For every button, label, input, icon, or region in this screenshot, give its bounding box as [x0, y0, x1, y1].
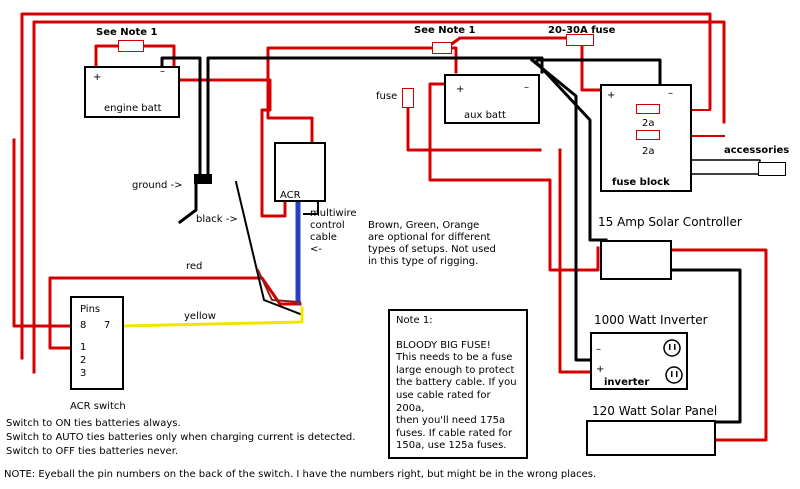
fuse-block-negative-label: –: [668, 88, 673, 99]
note-1-line: 150a, use 125a fuses.: [396, 440, 507, 452]
yellow-wire: [122, 306, 304, 328]
inline-fuse-label: fuse: [376, 91, 398, 102]
red-label: red: [186, 261, 203, 272]
note-1-line: large enough to protect: [396, 364, 515, 376]
inverter-label: inverter: [604, 377, 650, 388]
engine-battery-positive-label: +: [93, 72, 102, 83]
note-1-line: then you'll need 175a: [396, 415, 506, 427]
acr-switch: [70, 296, 124, 390]
aux-battery-positive-label: +: [456, 84, 465, 95]
note-1-line: the battery cable. If you: [396, 377, 517, 389]
note-1-box: Note 1: BLOODY BIG FUSE! This needs to b…: [388, 309, 528, 459]
inverter-positive-label: +: [596, 364, 605, 375]
note-1-line: use cable rated for 200a,: [396, 389, 491, 414]
red-wire-switch-acr: [48, 276, 302, 350]
switch-pins-label: Pins: [80, 304, 101, 315]
fuse-2a-bottom: [636, 130, 660, 140]
multiwire-label-2: control: [310, 220, 345, 231]
fuse-2a-top: [636, 104, 660, 114]
black-label: black ->: [196, 214, 238, 225]
aux-battery-negative-label: –: [524, 82, 529, 93]
optional-note-1: Brown, Green, Orange: [368, 220, 480, 231]
inverter-outlet-bottom-slot-a: [671, 371, 673, 377]
fuse-20-30a: [566, 34, 594, 46]
black-wire-panel: [670, 268, 742, 424]
note-1-line: fuses. If cable rated for: [396, 427, 513, 439]
solar-controller: [600, 240, 672, 280]
red-wire-fuse-vertical: [406, 90, 542, 152]
black-wire-aux-negative: [529, 57, 594, 362]
aux-see-note-fuse: [432, 42, 452, 54]
red-wire-second-loop: [32, 20, 726, 374]
solar-panel: [586, 420, 716, 456]
red-wire-inverter-positive: [558, 148, 594, 374]
ground-junction: [194, 174, 212, 184]
inverter-outlet-bottom-slot-b: [676, 371, 678, 377]
red-wire-top-loop: [20, 12, 712, 360]
black-wire-acr-ground: [303, 199, 319, 215]
switch-note-on: Switch to ON ties batteries always.: [6, 418, 181, 429]
switch-pin-8: 8: [80, 320, 87, 331]
accessories-connector: [758, 162, 786, 176]
acr-unit: [274, 142, 326, 202]
inverter-outlet-top-icon: [663, 339, 681, 357]
engine-battery-negative-label: –: [160, 66, 165, 77]
black-wire-engine-negative: [160, 56, 202, 178]
black-wire-to-switch: [234, 180, 302, 316]
inline-fuse: [402, 88, 414, 108]
switch-pin-7: 7: [104, 320, 111, 331]
black-wire-fuseblock-top: [536, 58, 662, 88]
engine-battery-label: engine batt: [104, 103, 162, 114]
inverter-outlet-bottom-icon: [665, 366, 683, 384]
switch-pin-1: 1: [80, 342, 87, 353]
optional-note-4: in this type of rigging.: [368, 256, 479, 267]
red-wire-controller-panel: [670, 248, 768, 442]
fuse-20-30a-label: 20-30A fuse: [548, 25, 616, 36]
black-wire-fuseblock: [533, 59, 608, 242]
engine-battery: [84, 66, 180, 118]
engine-see-note-fuse: [118, 40, 144, 52]
inverter-outlet-top-slot-a: [669, 344, 671, 350]
multiwire-label-1: multiwire: [310, 208, 357, 219]
accessories-label: accessories: [724, 145, 790, 156]
inverter-outlet-top-slot-b: [674, 344, 676, 350]
yellow-label: yellow: [184, 311, 216, 322]
fuse-block-positive-label: +: [607, 90, 616, 101]
black-wire-ground-stub: [177, 174, 198, 225]
multiwire-label-4: <-: [310, 244, 322, 255]
note-1-line: This needs to be a fuse: [396, 352, 513, 364]
note-1-line: BLOODY BIG FUSE!: [396, 339, 491, 351]
fuse-2a-top-label: 2a: [642, 118, 655, 129]
switch-note-auto: Switch to AUTO ties batteries only when …: [6, 432, 356, 443]
red-wire-aux-to-controller: [428, 82, 600, 272]
aux-battery: [444, 74, 540, 124]
see-note-left-label: See Note 1: [96, 27, 158, 38]
darkred-wire-switch: [256, 268, 302, 304]
solar-controller-label: 15 Amp Solar Controller: [598, 215, 742, 229]
acr-switch-label: ACR switch: [70, 401, 126, 412]
acr-label: ACR: [280, 190, 301, 201]
aux-battery-label: aux batt: [464, 110, 506, 121]
switch-note-off: Switch to OFF ties batteries never.: [6, 446, 179, 457]
optional-note-2: are optional for different: [368, 232, 491, 243]
see-note-right-label: See Note 1: [414, 25, 476, 36]
footer-note: NOTE: Eyeball the pin numbers on the bac…: [4, 469, 597, 480]
inverter-title-label: 1000 Watt Inverter: [594, 313, 708, 327]
fuse-block-label: fuse block: [612, 177, 670, 188]
ground-label: ground ->: [132, 180, 183, 191]
note-1-title: Note 1:: [396, 315, 433, 326]
inverter-negative-label: –: [596, 344, 601, 355]
switch-pin-3: 3: [80, 368, 87, 379]
fuse-2a-bottom-label: 2a: [642, 146, 655, 157]
solar-panel-label: 120 Watt Solar Panel: [592, 404, 718, 418]
red-wire-acr-aux: [266, 46, 458, 148]
optional-note-3: types of setups. Not used: [368, 244, 496, 255]
switch-pin-2: 2: [80, 355, 87, 366]
black-wire-main-top: [206, 56, 544, 178]
multiwire-label-3: cable: [310, 232, 337, 243]
